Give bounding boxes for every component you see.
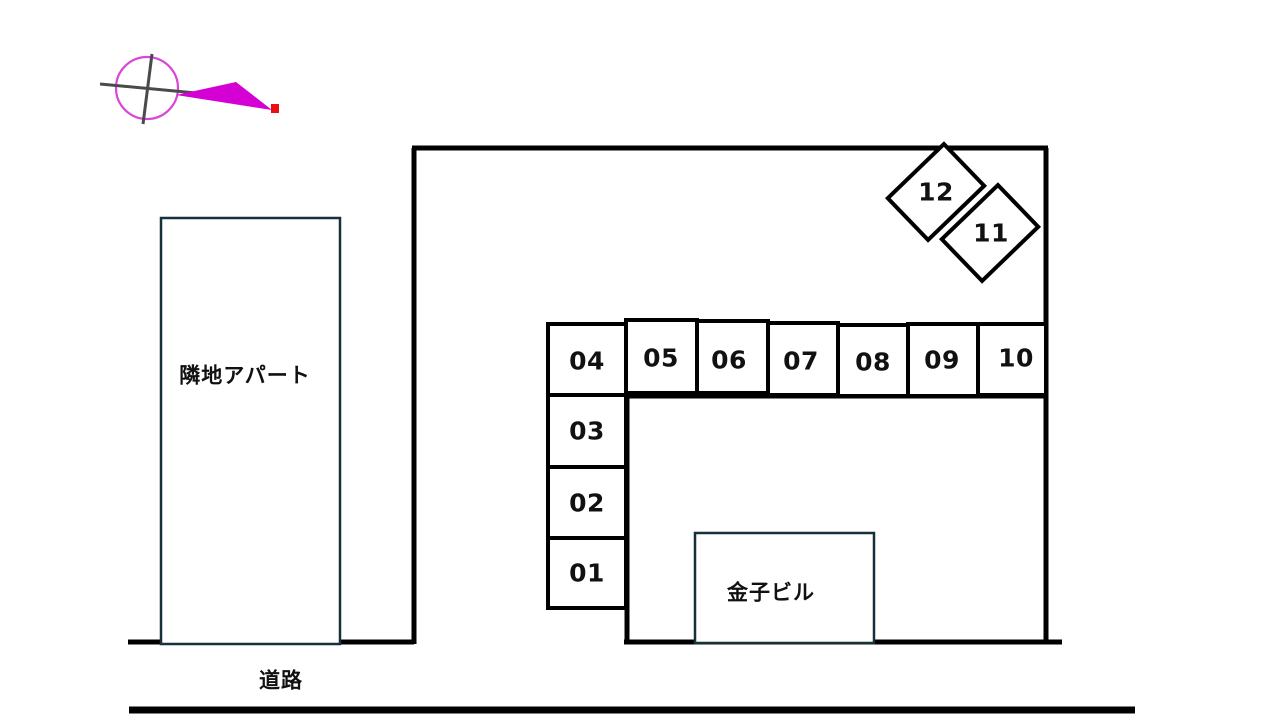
stall-box-09[interactable]: [906, 322, 980, 398]
neighbor-apartment-label: 隣地アパート: [179, 363, 311, 388]
kaneko-building-footprint: [693, 531, 876, 645]
stall-label-02: 02: [569, 488, 605, 518]
compass-north-arrow: [176, 82, 272, 110]
compass-rose: [99, 53, 279, 125]
parking-stalls-angled: [884, 141, 1042, 284]
stall-label-03: 03: [569, 416, 605, 446]
parking-stalls-left-column: [546, 393, 628, 610]
stall-box-11[interactable]: [938, 182, 1042, 284]
stall-label-05: 05: [643, 343, 679, 373]
stall-box-12[interactable]: [884, 141, 988, 243]
stall-box-10[interactable]: [976, 322, 1048, 397]
stall-label-01: 01: [569, 558, 605, 588]
kaneko-building-label: 金子ビル: [727, 580, 815, 605]
compass-endpoint-marker: [271, 104, 279, 113]
road-label: 道路: [259, 668, 303, 693]
stall-label-04: 04: [569, 346, 605, 376]
stall-label-06: 06: [711, 345, 747, 375]
parking-stalls-top-row: [546, 318, 1048, 398]
stall-label-08: 08: [855, 347, 891, 377]
compass-cross-vertical: [141, 53, 154, 125]
neighbor-apartment-footprint: [159, 216, 342, 646]
stall-label-12: 12: [918, 177, 954, 207]
stall-box-08[interactable]: [836, 323, 910, 398]
stall-label-10: 10: [998, 343, 1034, 373]
stall-box-01[interactable]: [546, 536, 628, 610]
stall-box-02[interactable]: [546, 465, 628, 540]
stall-label-07: 07: [783, 346, 819, 376]
stall-label-09: 09: [924, 345, 960, 375]
stall-label-11: 11: [973, 218, 1009, 248]
compass-circle: [114, 55, 180, 121]
